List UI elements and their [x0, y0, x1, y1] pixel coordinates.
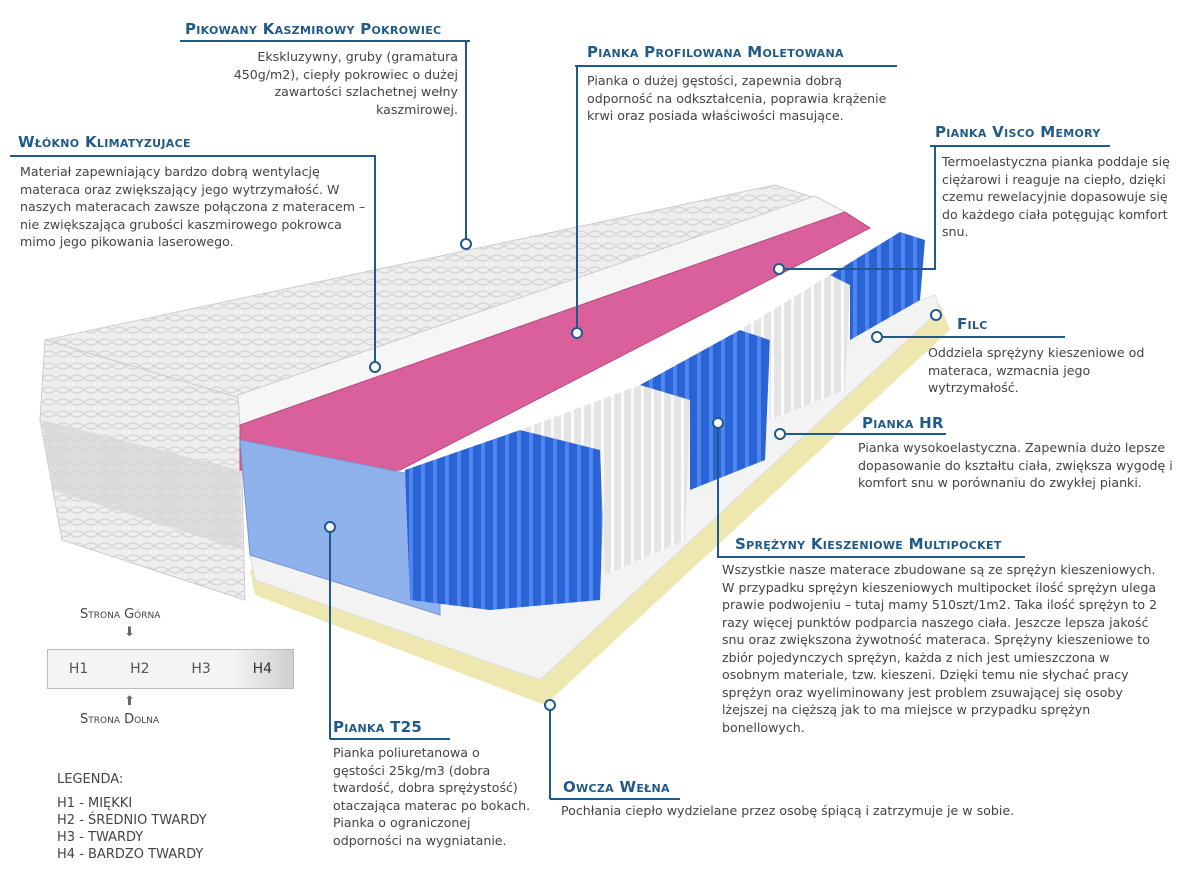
springs-blue-3 [830, 232, 925, 340]
springs-leader [717, 423, 719, 557]
hardness-scale: H1 H2 H3 H4 [47, 649, 294, 689]
felt-title: Filc [957, 315, 988, 333]
visco-leader-h [779, 268, 936, 270]
t25-text: Pianka poliuretanowa o gęstości 25kg/m3 … [333, 745, 531, 848]
visco-underline [930, 145, 1110, 147]
fiber-title: Włókno Klimatyzujace [18, 133, 191, 151]
visco-leader [934, 145, 936, 269]
wool-underline [550, 798, 680, 800]
t25-title: Pianka T25 [333, 718, 423, 736]
legend-item: H1 - MIĘKKI [57, 796, 133, 811]
profiled-leader [576, 65, 578, 333]
profiled-text: Pianka o dużej gęstości, zapewnia dobrą … [587, 73, 887, 123]
wool-title: Owcza Wełna [563, 778, 670, 796]
cover-leader [465, 40, 467, 244]
springs-white-1 [520, 385, 690, 575]
profiled-foam-layer [239, 211, 872, 471]
fiber-text: Materiał zapewniający bardzo dobrą wenty… [20, 164, 366, 249]
cover-title: Pikowany Kaszmirowy Pokrowiec [185, 20, 442, 38]
springs-underline [717, 556, 1025, 558]
cover-underline [180, 40, 470, 42]
arrow-down-icon: ⬇ [124, 625, 135, 640]
visco-text: Termoelastyczna pianka poddaje się cięża… [942, 154, 1170, 239]
felt-underline [877, 336, 1065, 338]
arrow-up-icon: ⬆ [124, 694, 135, 709]
t25-leader [329, 527, 331, 739]
springs-white-2 [740, 275, 850, 420]
fiber-underline [10, 155, 376, 157]
wool-leader [549, 705, 551, 799]
hr-underline [780, 433, 946, 435]
fiber-leader [374, 155, 376, 367]
springs-text: Wszystkie nasze materace zbudowane są ze… [722, 562, 1158, 735]
bottom-side-label: Strona Dolna [80, 712, 160, 727]
visco-title: Pianka Visco Memory [935, 123, 1101, 141]
felt-text: Oddziela sprężyny kieszeniowe od materac… [928, 345, 1145, 395]
cover-band [42, 420, 242, 550]
wool-text: Pochłania ciepło wydzielane przez osobę … [561, 803, 1015, 818]
top-side-label: Strona Górna [80, 607, 161, 622]
legend-item: H3 - TWARDY [57, 830, 144, 845]
hardness-h1: H1 [68, 661, 89, 677]
t25-block [239, 439, 441, 616]
springs-blue-1 [405, 430, 605, 610]
legend-title: LEGENDA: [57, 772, 124, 787]
hr-text: Pianka wysokoelastyczna. Zapewnia dużo l… [858, 440, 1173, 490]
hardness-h2: H2 [130, 661, 150, 677]
legend-item: H2 - ŚREDNIO TWARDY [57, 813, 207, 828]
springs-title: Sprężyny Kieszeniowe Multipocket [735, 535, 1002, 553]
hardness-h4: H4 [252, 661, 273, 677]
legend-item: H4 - BARDZO TWARDY [57, 847, 204, 862]
profiled-title: Pianka Profilowana Moletowana [587, 43, 844, 61]
cover-text: Ekskluzywny, gruby (gramatura 450g/m2), … [233, 49, 458, 117]
profiled-underline [575, 65, 897, 67]
springs-blue-2 [640, 330, 770, 490]
hardness-h3: H3 [191, 661, 211, 677]
hr-title: Pianka HR [862, 414, 944, 432]
t25-underline [330, 738, 450, 740]
